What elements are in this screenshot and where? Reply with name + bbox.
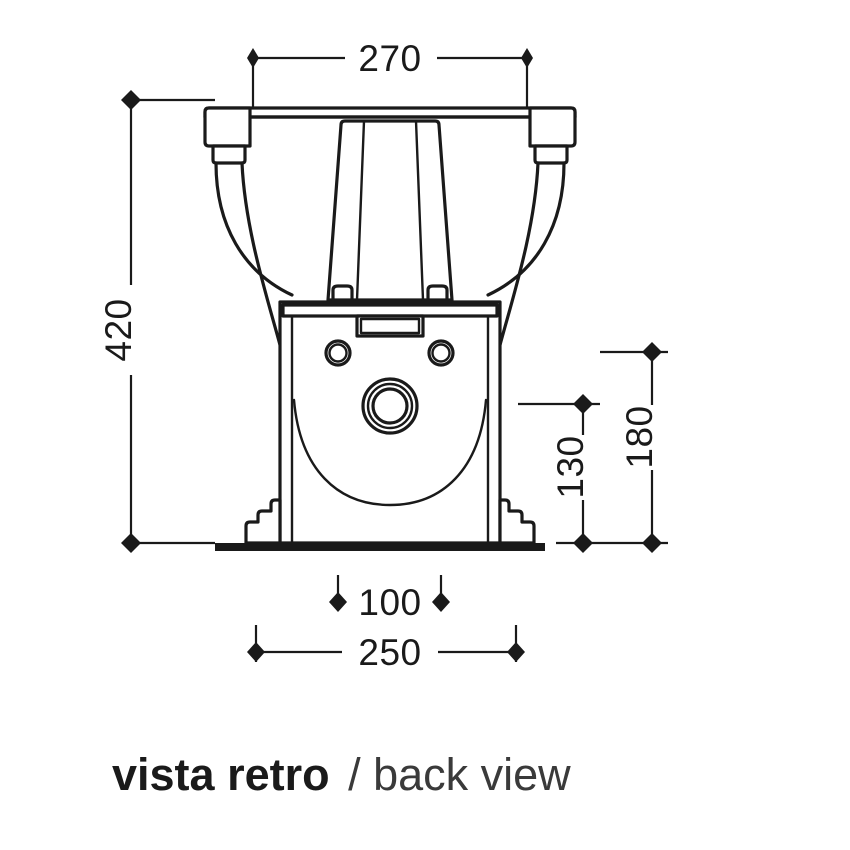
foot-left xyxy=(244,498,282,545)
bolt-hole-left-outer xyxy=(324,339,352,367)
pedestal-center-tab-inner xyxy=(359,317,421,335)
dimension-270: 270 xyxy=(247,38,533,112)
skirt-inner-left xyxy=(240,161,282,347)
dim-270-marker-left xyxy=(247,48,259,68)
tank-tab-right xyxy=(426,284,449,302)
dim-180-label: 180 xyxy=(619,405,660,468)
pedestal-center-tab xyxy=(355,314,425,338)
skirt-inner-right xyxy=(498,161,540,347)
dimension-130: 130 xyxy=(518,394,600,553)
dim-130-label: 130 xyxy=(550,435,591,498)
tank-divider-left xyxy=(355,119,366,302)
dim-100-marker-right xyxy=(432,592,450,612)
skirt-outer-right xyxy=(486,161,566,297)
dimension-250: 250 xyxy=(247,625,525,673)
dim-130-marker-bottom xyxy=(573,533,593,553)
dimension-180: 180 xyxy=(600,342,668,553)
bolt-hole-right-inner xyxy=(431,343,451,363)
caption: vista retro / back view xyxy=(112,749,571,800)
foot-right xyxy=(498,498,536,545)
tank-body xyxy=(326,119,454,302)
dim-250-marker-right xyxy=(507,642,525,662)
dim-250-marker-left xyxy=(247,642,265,662)
corner-tab-right xyxy=(528,106,577,148)
product-outline xyxy=(203,106,577,551)
dimension-420: 420 xyxy=(98,90,215,553)
dim-180-marker-bottom xyxy=(642,533,662,553)
caption-view-name: / back view xyxy=(348,749,571,800)
waste-outlet-inner xyxy=(371,387,409,425)
dim-180-marker-top xyxy=(642,342,662,362)
floor-line xyxy=(215,543,545,551)
tank-tab-left xyxy=(331,284,354,302)
dim-270-label: 270 xyxy=(358,38,421,79)
dim-100-label: 100 xyxy=(358,582,421,623)
waste-outlet-outer xyxy=(361,377,419,435)
bolt-hole-left-inner xyxy=(328,343,348,363)
corner-step-right xyxy=(533,144,569,165)
corner-step-left xyxy=(211,144,247,165)
dim-270-marker-right xyxy=(521,48,533,68)
dim-250-label: 250 xyxy=(358,632,421,673)
corner-tab-left xyxy=(203,106,252,148)
dim-420-marker-top xyxy=(121,90,141,110)
tank-divider-right xyxy=(414,119,425,302)
dim-420-label: 420 xyxy=(98,298,139,361)
pedestal-top-band xyxy=(281,303,499,318)
caption-product-name: vista retro xyxy=(112,749,330,800)
bowl-arc xyxy=(292,398,488,507)
dim-130-marker-top xyxy=(573,394,593,414)
dim-100-marker-left xyxy=(329,592,347,612)
caption-text-group: vista retro / back view xyxy=(112,749,571,800)
bolt-hole-right-outer xyxy=(427,339,455,367)
dimension-100: 100 xyxy=(329,575,450,623)
dim-420-marker-bottom xyxy=(121,533,141,553)
skirt-outer-left xyxy=(214,161,294,297)
waste-outlet-mid xyxy=(366,382,414,430)
